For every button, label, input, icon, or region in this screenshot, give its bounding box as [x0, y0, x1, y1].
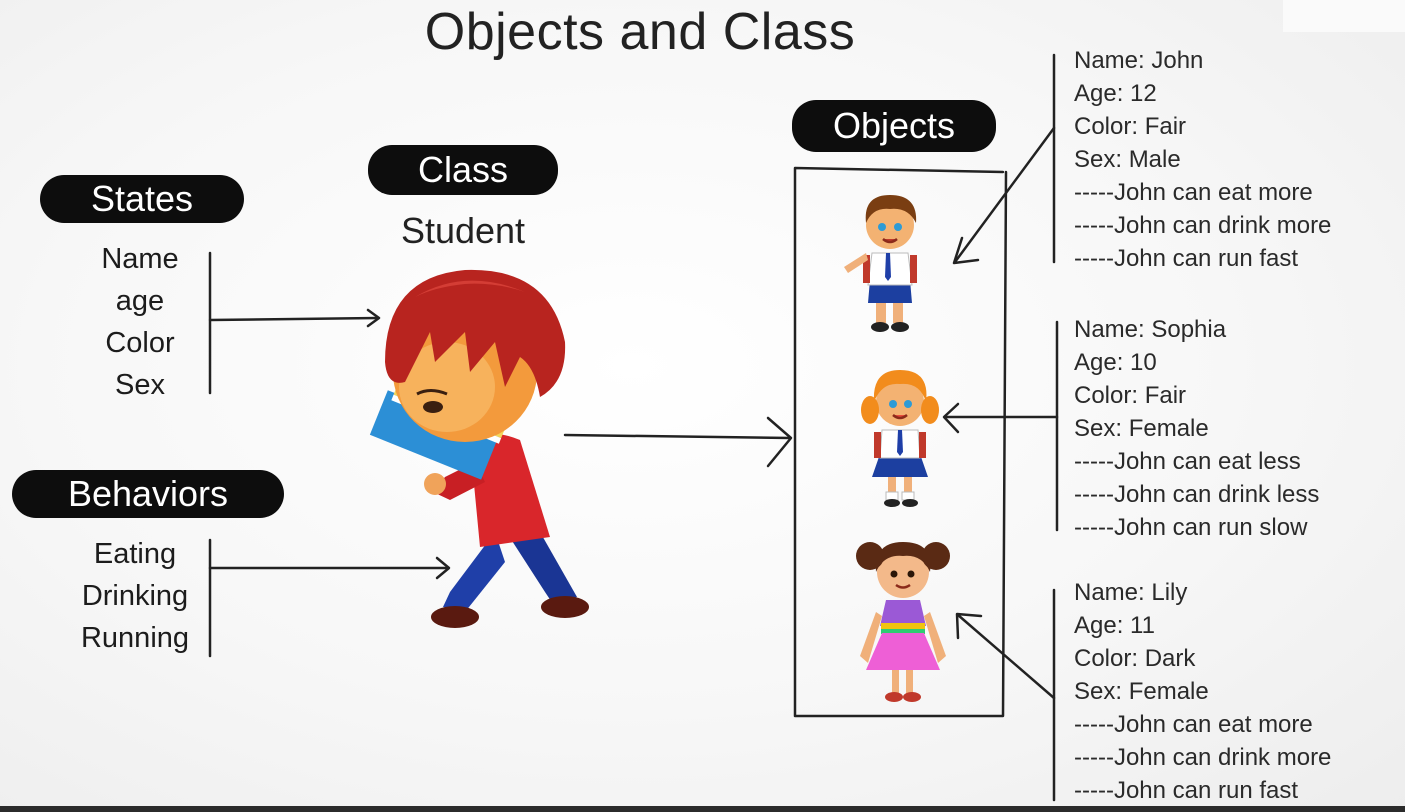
- info-line: Sex: Female: [1074, 678, 1209, 705]
- object-card-sophia: Name: Sophia Age: 10 Color: Fair Sex: Fe…: [1074, 313, 1319, 544]
- states-arrow-head: [366, 308, 381, 328]
- behaviors-arrow-head: [435, 556, 451, 580]
- info-line: Name: Sophia: [1074, 316, 1227, 343]
- info-line: -----John can run slow: [1074, 514, 1308, 541]
- states-arrow-line: [208, 316, 380, 322]
- info-line: -----John can run fast: [1074, 777, 1299, 804]
- state-item: Sex: [115, 369, 165, 401]
- states-badge: States: [40, 175, 244, 223]
- info-line: Sex: Female: [1074, 415, 1209, 442]
- bottom-edge: [0, 806, 1405, 812]
- info-line: Sex: Male: [1074, 146, 1181, 173]
- objects-box: [793, 166, 1008, 718]
- behaviors-badge: Behaviors: [12, 470, 284, 518]
- info-line: -----John can eat more: [1074, 711, 1313, 738]
- objects-badge: Objects: [792, 100, 996, 152]
- class-badge: Class: [368, 145, 558, 195]
- behavior-item: Drinking: [81, 580, 189, 612]
- info-line: Age: 12: [1074, 80, 1157, 107]
- info-line: Age: 11: [1074, 612, 1155, 639]
- diagram-title: Objects and Class: [424, 3, 856, 61]
- behavior-item: Running: [80, 622, 190, 654]
- info-line: Name: John: [1074, 47, 1204, 74]
- behaviors-list: Eating Drinking Running: [60, 533, 210, 659]
- sophia-pointer-head: [942, 402, 960, 434]
- class-to-objects-arrow-head: [766, 416, 793, 468]
- info-line: Color: Fair: [1074, 113, 1187, 140]
- lily-pointer-head: [955, 612, 983, 640]
- info-line: Name: Lily: [1074, 579, 1188, 606]
- corner-patch: [1283, 0, 1405, 32]
- info-line: -----John can eat more: [1074, 179, 1313, 206]
- state-item: age: [115, 285, 165, 317]
- john-pointer-line: [953, 126, 1056, 264]
- girl-dress-object-illustration: [856, 542, 950, 702]
- state-item: Name: [101, 243, 179, 275]
- girl-schoolbag-object-illustration: [861, 370, 939, 507]
- behavior-item: Eating: [93, 538, 177, 570]
- info-line: -----John can drink less: [1074, 481, 1320, 508]
- info-line: -----John can run fast: [1074, 245, 1299, 272]
- info-line: -----John can drink more: [1074, 744, 1332, 771]
- info-line: -----John can eat less: [1074, 448, 1301, 475]
- class-to-objects-arrow-line: [563, 433, 792, 440]
- boy-object-illustration: [844, 195, 917, 332]
- john-pointer-head: [952, 236, 980, 265]
- student-reading-illustration: [369, 269, 589, 628]
- states-list: Name age Color Sex: [70, 238, 210, 406]
- info-line: Color: Fair: [1074, 382, 1187, 409]
- class-name: Student: [400, 210, 526, 251]
- info-line: Color: Dark: [1074, 645, 1196, 672]
- object-card-john: Name: John Age: 12 Color: Fair Sex: Male…: [1074, 44, 1331, 275]
- lily-pointer-line: [956, 613, 1056, 700]
- state-item: Color: [105, 327, 175, 359]
- info-line: Age: 10: [1074, 349, 1157, 376]
- info-line: -----John can drink more: [1074, 212, 1332, 239]
- object-card-lily: Name: Lily Age: 11 Color: Dark Sex: Fema…: [1074, 576, 1331, 807]
